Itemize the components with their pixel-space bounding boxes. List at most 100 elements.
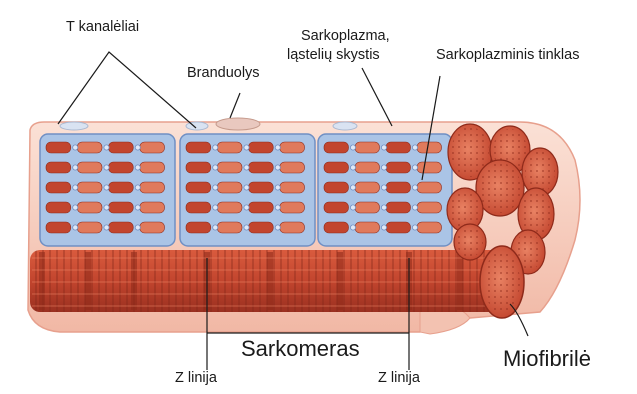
reticulum-myofibril-segment [217, 142, 242, 153]
reticulum-junction [350, 225, 355, 230]
t-tubule-opening-mid [186, 122, 208, 130]
reticulum-myofibril-segment [280, 162, 305, 173]
myofibril-cut-end-dots [479, 163, 521, 213]
reticulum-myofibril-segment [386, 202, 411, 213]
t-tubule-opening-right [333, 122, 357, 130]
reticulum-junction [73, 145, 78, 150]
reticulum-junction [381, 165, 386, 170]
reticulum-myofibril-segment [140, 222, 165, 233]
myofibril-cut-end-dots [450, 191, 480, 229]
reticulum-myofibril-segment [217, 222, 242, 233]
z-band [267, 252, 273, 310]
reticulum-myofibril-segment [186, 222, 211, 233]
reticulum-junction [275, 145, 280, 150]
reticulum-myofibril-segment [386, 162, 411, 173]
reticulum-junction [412, 165, 417, 170]
nucleus-shape [216, 118, 260, 130]
z-band [85, 252, 91, 310]
reticulum-junction [350, 165, 355, 170]
reticulum-myofibril-segment [355, 162, 380, 173]
reticulum-myofibril-segment [355, 222, 380, 233]
reticulum-myofibril-segment [77, 162, 102, 173]
label-myofibril: Miofibrilė [503, 347, 591, 371]
reticulum-junction [213, 225, 218, 230]
reticulum-junction [381, 185, 386, 190]
reticulum-junction [213, 165, 218, 170]
label-z-line-left: Z linija [175, 370, 217, 387]
reticulum-myofibril-segment [46, 222, 71, 233]
reticulum-myofibril-segment [386, 182, 411, 193]
myofibril-cut-end-dots [457, 227, 483, 257]
reticulum-junction [244, 145, 249, 150]
myofibril-cut-end-dots [525, 151, 555, 193]
leader-t-tubules [58, 52, 196, 128]
reticulum-junction [73, 165, 78, 170]
reticulum-junction [104, 225, 109, 230]
reticulum-junction [244, 225, 249, 230]
leader-sarcoplasm [362, 68, 392, 126]
leader-nucleus [230, 93, 240, 118]
reticulum-myofibril-segment [280, 142, 305, 153]
reticulum-junction [244, 185, 249, 190]
reticulum-myofibril-segment [109, 142, 134, 153]
reticulum-junction [381, 205, 386, 210]
reticulum-myofibril-segment [46, 142, 71, 153]
reticulum-myofibril-segment [355, 142, 380, 153]
reticulum-myofibril-segment [324, 142, 349, 153]
reticulum-myofibril-segment [249, 162, 274, 173]
reticulum-junction [73, 225, 78, 230]
reticulum-myofibril-segment [217, 162, 242, 173]
reticulum-myofibril-segment [386, 142, 411, 153]
reticulum-junction [104, 205, 109, 210]
reticulum-junction [381, 145, 386, 150]
reticulum-myofibril-segment [140, 162, 165, 173]
z-band [457, 252, 463, 310]
reticulum-junction [73, 185, 78, 190]
reticulum-myofibril-segment [249, 142, 274, 153]
reticulum-myofibril-segment [186, 142, 211, 153]
reticulum-myofibril-segment [355, 202, 380, 213]
reticulum-myofibril-segment [140, 142, 165, 153]
reticulum-junction [412, 225, 417, 230]
reticulum-junction [135, 205, 140, 210]
label-sarcoplasmic-reticulum: Sarkoplazminis tinklas [436, 47, 579, 64]
label-t-tubules: T kanalėliai [66, 19, 139, 36]
reticulum-myofibril-segment [324, 222, 349, 233]
reticulum-myofibril-segment [109, 182, 134, 193]
reticulum-myofibril-segment [77, 142, 102, 153]
label-sarcomere: Sarkomeras [241, 337, 360, 361]
reticulum-junction [104, 185, 109, 190]
reticulum-junction [135, 185, 140, 190]
reticulum-myofibril-segment [46, 202, 71, 213]
reticulum-junction [412, 145, 417, 150]
reticulum-junction [275, 205, 280, 210]
reticulum-myofibril-segment [280, 222, 305, 233]
reticulum-junction [412, 185, 417, 190]
reticulum-myofibril-segment [140, 182, 165, 193]
reticulum-junction [73, 205, 78, 210]
reticulum-junction [244, 205, 249, 210]
reticulum-myofibril-segment [217, 202, 242, 213]
reticulum-myofibril-segment [417, 202, 442, 213]
reticulum-myofibril-segment [280, 202, 305, 213]
reticulum-junction [275, 225, 280, 230]
z-band [337, 252, 343, 310]
reticulum-junction [350, 145, 355, 150]
reticulum-myofibril-segment [386, 222, 411, 233]
reticulum-junction [381, 225, 386, 230]
reticulum-myofibril-segment [249, 202, 274, 213]
reticulum-myofibril-segment [324, 202, 349, 213]
reticulum-myofibril-segment [46, 162, 71, 173]
reticulum-junction [350, 205, 355, 210]
reticulum-junction [213, 185, 218, 190]
reticulum-myofibril-segment [217, 182, 242, 193]
myofibril-end-dots [484, 251, 520, 313]
reticulum-myofibril-segment [109, 222, 134, 233]
reticulum-junction [135, 145, 140, 150]
reticulum-myofibril-segment [324, 162, 349, 173]
reticulum-junction [412, 205, 417, 210]
label-sarcoplasm-line2: ląstelių skystis [287, 47, 380, 64]
reticulum-junction [275, 165, 280, 170]
reticulum-myofibril-segment [109, 202, 134, 213]
